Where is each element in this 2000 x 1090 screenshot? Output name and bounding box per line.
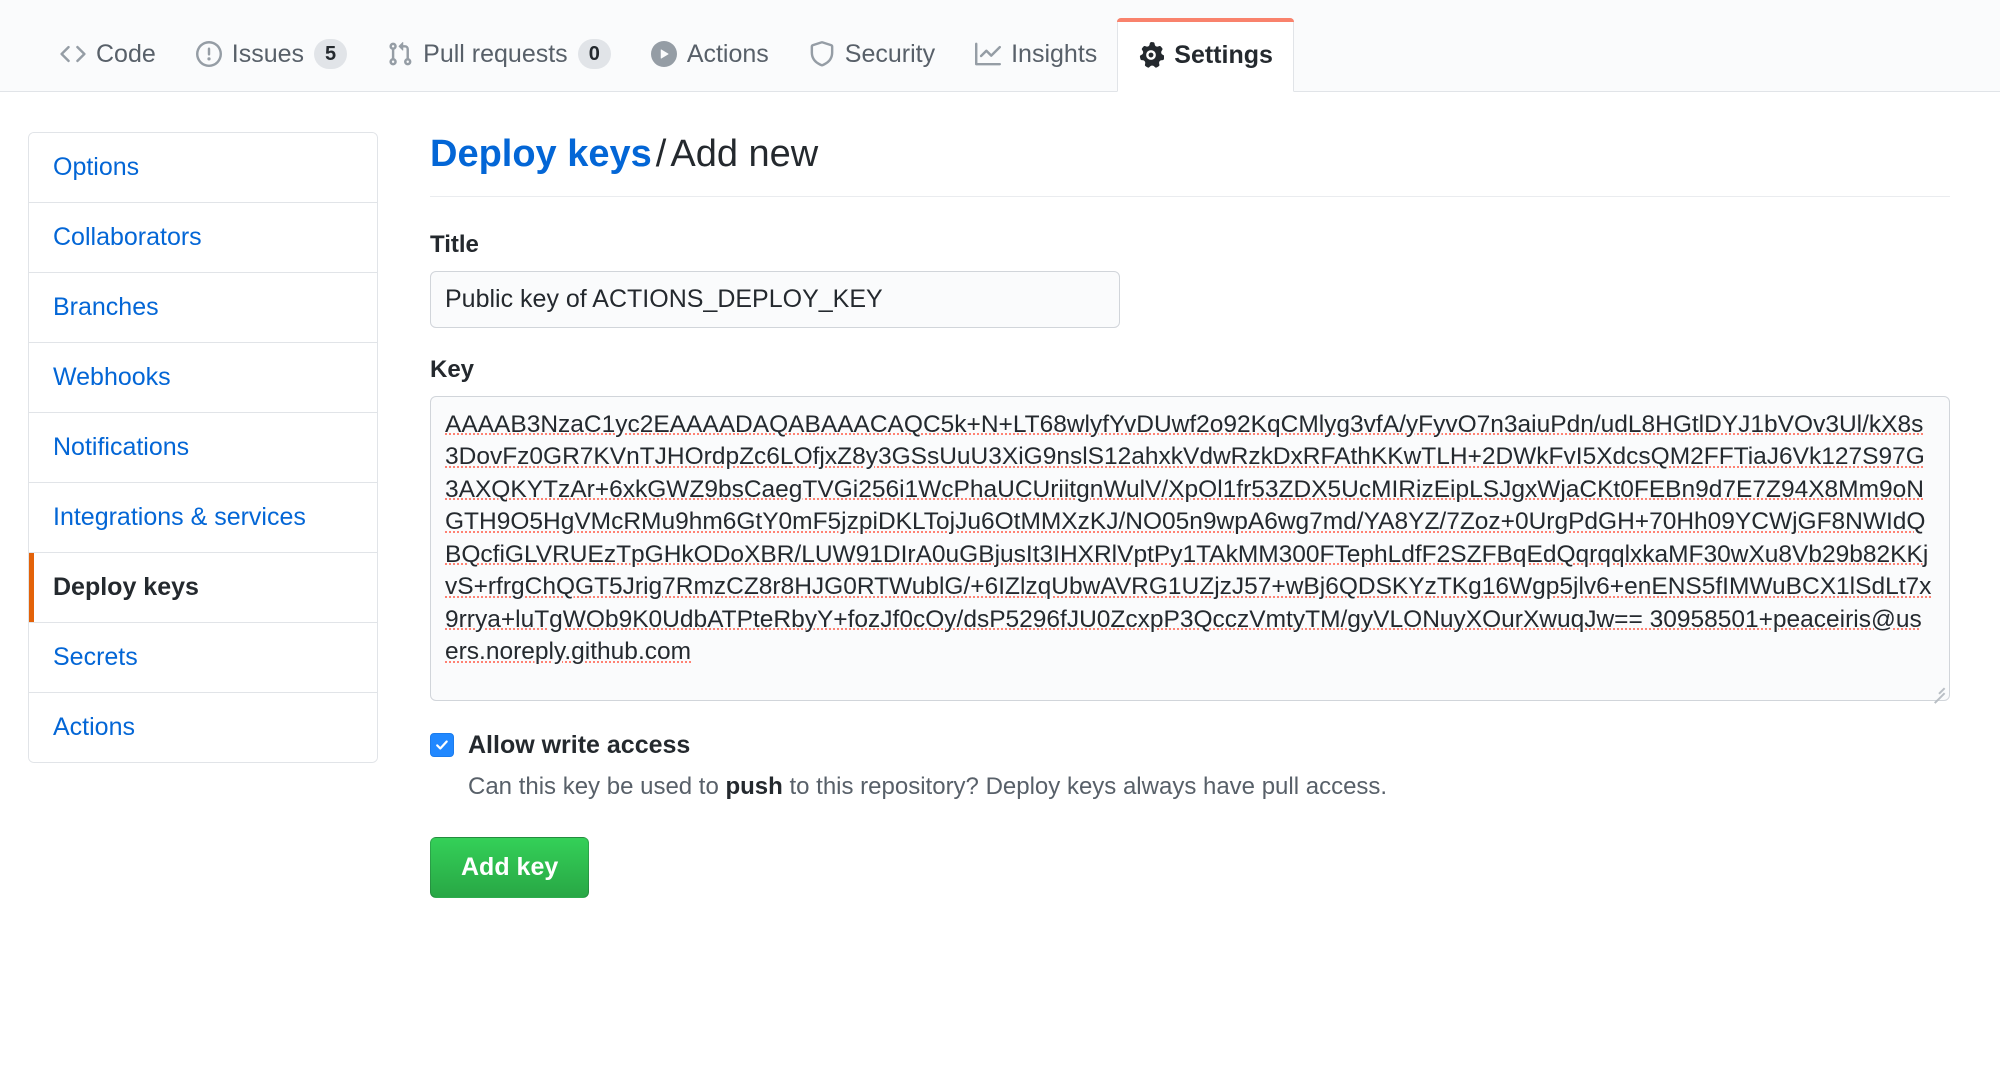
code-icon [60, 41, 86, 67]
nav-tab-label: Insights [1011, 39, 1098, 68]
shield-icon [809, 41, 835, 67]
sidebar-item-secrets[interactable]: Secrets [29, 623, 377, 693]
allow-write-access-label[interactable]: Allow write access [468, 730, 691, 759]
sidebar-item-integrations-and-services[interactable]: Integrations & services [29, 483, 377, 553]
help-text-bold: push [725, 772, 783, 800]
main-content: Deploy keys/Add new Title Key AAAAB3NzaC… [430, 132, 1960, 899]
title-field-label: Title [430, 230, 479, 258]
nav-tab-settings[interactable]: Settings [1117, 18, 1294, 92]
breadcrumb-deploy-keys-link[interactable]: Deploy keys [430, 133, 652, 175]
page-title: Deploy keys/Add new [430, 132, 1950, 197]
key-field-group: Key AAAAB3NzaC1yc2EAAAADAQABAAACAQC5k+N+… [430, 356, 1950, 701]
allow-write-access-help-text: Can this key be used to push to this rep… [468, 770, 1950, 804]
sidebar-item-label: Secrets [53, 643, 138, 671]
sidebar-item-webhooks[interactable]: Webhooks [29, 343, 377, 413]
sidebar-item-label: Actions [53, 713, 135, 741]
nav-tab-security[interactable]: Security [789, 17, 955, 91]
graph-icon [975, 41, 1002, 67]
gear-icon [1138, 42, 1165, 68]
pull-requests-count-badge: 0 [577, 39, 611, 69]
nav-tab-label: Pull requests [423, 39, 568, 68]
nav-tab-insights[interactable]: Insights [955, 17, 1117, 91]
sidebar-item-label: Options [53, 153, 140, 181]
breadcrumb-current: Add new [670, 133, 819, 175]
git-pull-request-icon [387, 41, 413, 67]
sidebar-item-label: Integrations & services [53, 503, 306, 531]
sidebar-item-actions[interactable]: Actions [29, 693, 377, 762]
check-icon [436, 740, 448, 750]
nav-tab-actions[interactable]: Actions [631, 17, 789, 91]
breadcrumb-separator: / [655, 133, 667, 175]
nav-tab-code[interactable]: Code [40, 17, 176, 91]
sidebar-item-label: Collaborators [53, 223, 202, 251]
title-field-group: Title [430, 231, 1950, 328]
nav-tab-label: Actions [686, 39, 769, 68]
sidebar-item-label: Notifications [53, 433, 190, 461]
play-icon [650, 41, 677, 67]
sidebar-item-label: Deploy keys [53, 573, 199, 601]
key-field-label: Key [430, 355, 475, 383]
title-input[interactable] [430, 270, 1120, 328]
allow-write-access-checkbox[interactable] [430, 733, 454, 758]
nav-tab-pull-requests[interactable]: Pull requests 0 [367, 17, 631, 91]
allow-write-access-row: Allow write access [430, 731, 1950, 760]
sidebar-item-notifications[interactable]: Notifications [29, 413, 377, 483]
issues-count-badge: 5 [314, 39, 348, 69]
sidebar-item-label: Webhooks [53, 363, 171, 391]
help-text-after: to this repository? Deploy keys always h… [782, 772, 1388, 800]
sidebar-item-deploy-keys[interactable]: Deploy keys [29, 553, 377, 623]
help-text-before: Can this key be used to [468, 772, 726, 800]
key-textarea[interactable]: AAAAB3NzaC1yc2EAAAADAQABAAACAQC5k+N+LT68… [430, 395, 1950, 701]
textarea-resize-handle[interactable] [1930, 681, 1946, 697]
nav-tab-label: Security [844, 39, 936, 68]
sidebar-item-collaborators[interactable]: Collaborators [29, 203, 377, 273]
nav-tab-label: Code [96, 39, 156, 68]
settings-page: Options Collaborators Branches Webhooks … [0, 92, 2000, 899]
sidebar-item-branches[interactable]: Branches [29, 273, 377, 343]
sidebar-item-label: Branches [53, 293, 159, 321]
add-key-button[interactable]: Add key [430, 837, 590, 899]
nav-tab-label: Settings [1174, 40, 1273, 69]
settings-sidebar: Options Collaborators Branches Webhooks … [28, 132, 378, 763]
issue-opened-icon [195, 41, 222, 67]
repo-nav: Code Issues 5 Pull requests 0 Actions Se… [0, 0, 2000, 92]
nav-tab-issues[interactable]: Issues 5 [176, 17, 367, 91]
nav-tab-label: Issues [231, 39, 305, 68]
sidebar-item-options[interactable]: Options [29, 133, 377, 203]
